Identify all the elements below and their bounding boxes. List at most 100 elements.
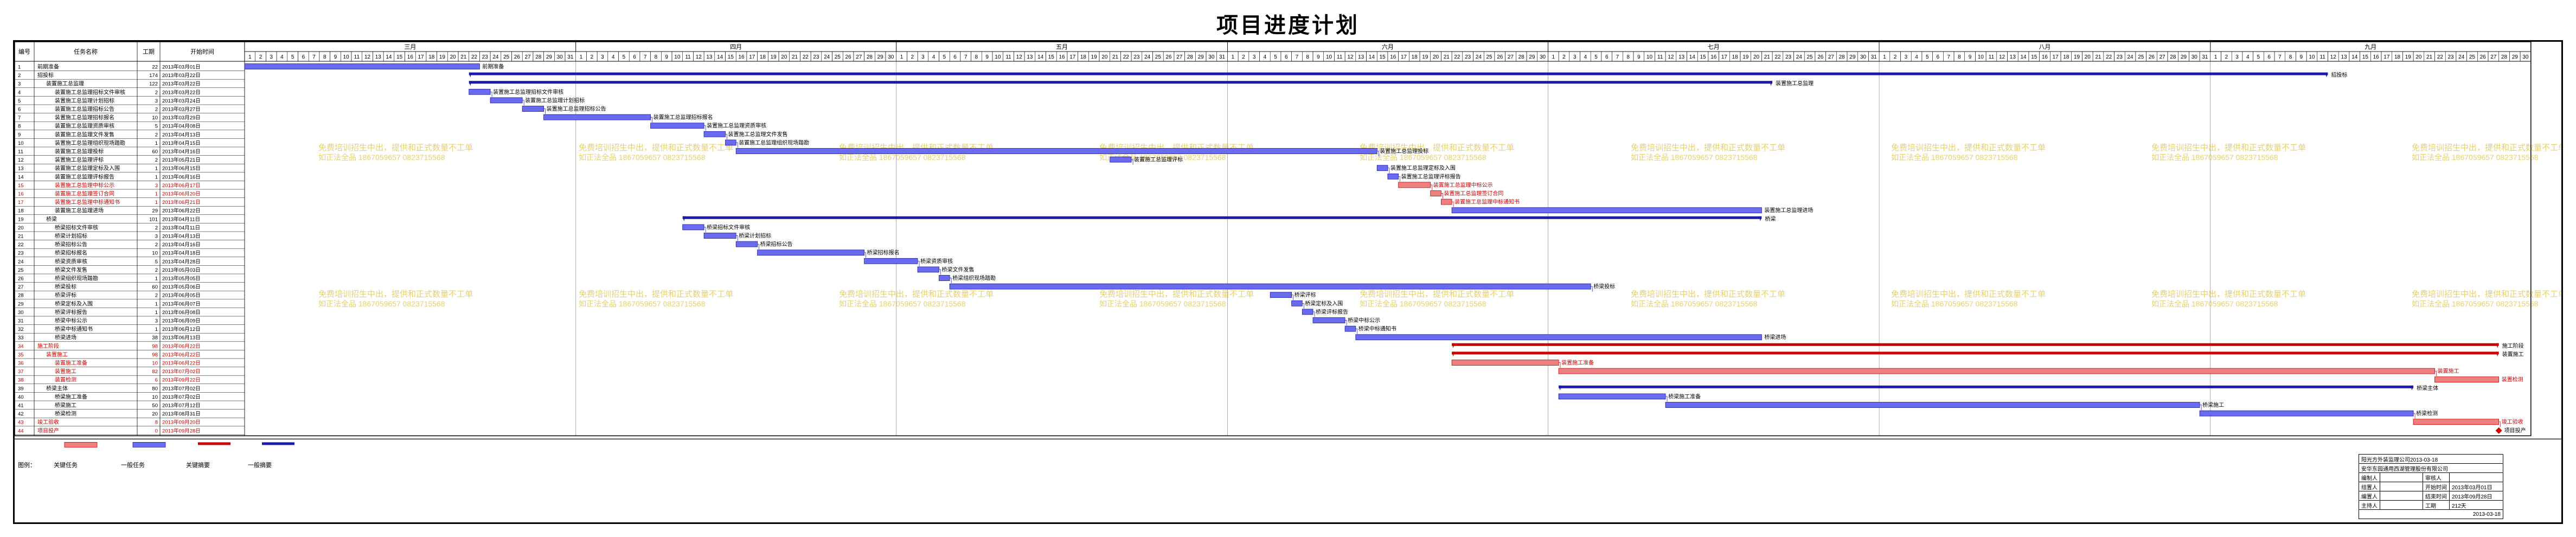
info-block: 阳光方外装监理公司2013-03-18 安华东园通用西湖管理股份有限公司 编制人… (2359, 454, 2503, 519)
day-label: 4 (932, 54, 935, 60)
day-label: 7 (1947, 54, 1950, 60)
summary-bar (469, 72, 2328, 75)
task-name: 桥梁进场 (55, 334, 76, 341)
task-start: 2013年03月22日 (162, 81, 201, 87)
task-number: 5 (18, 98, 21, 104)
info-cell (2380, 500, 2423, 510)
day-label: 27 (1828, 54, 1835, 60)
bar-label: 桥梁中标公示 (1348, 317, 1380, 324)
column-header: 任务名称 (74, 48, 98, 55)
day-label: 9 (1637, 54, 1641, 60)
day-label: 28 (867, 54, 873, 60)
task-name: 桥梁 (46, 215, 57, 222)
day-label: 15 (2362, 54, 2369, 60)
task-bar (1558, 368, 2435, 374)
day-label: 18 (2063, 54, 2069, 60)
watermark-text: 免费培训招生中出，提供和正式数量不工单 (1360, 143, 1514, 152)
day-label: 16 (738, 54, 745, 60)
month-label: 九月 (2364, 43, 2376, 50)
task-name: 桥梁施工 (55, 402, 76, 409)
dependency-line (725, 133, 727, 139)
task-start: 2013年09月22日 (162, 377, 201, 383)
day-label: 12 (364, 54, 371, 60)
day-label: 29 (1849, 54, 1856, 60)
day-label: 10 (1646, 54, 1653, 60)
task-bar (1398, 182, 1431, 188)
task-start: 2013年06月08日 (162, 309, 201, 316)
bar-label: 项目投产 (2504, 427, 2526, 434)
bar-label: 桥梁评标报告 (1316, 308, 1348, 315)
day-label: 24 (492, 54, 499, 60)
task-name: 招投标 (37, 72, 54, 79)
bar-label: 招投标 (2331, 72, 2348, 79)
dependency-line (1452, 201, 1454, 207)
legend-critical-summary: 关键摘要 (186, 462, 210, 469)
task-duration: 38 (152, 335, 158, 341)
dependency-line (1313, 311, 1315, 317)
bar-label: 装置施工准备 (1561, 359, 1594, 366)
dependency-line (650, 117, 652, 123)
day-label: 14 (1689, 54, 1696, 60)
bar-label: 装置施工总监理投标 (1380, 148, 1428, 155)
day-label: 3 (1253, 54, 1256, 60)
task-number: 35 (18, 352, 24, 358)
day-label: 2 (1894, 54, 1897, 60)
task-bar (682, 224, 704, 231)
day-label: 17 (1069, 54, 1076, 60)
day-label: 30 (1208, 54, 1215, 60)
task-duration: 122 (149, 81, 158, 87)
task-name: 装置施工总监理定标及入围 (55, 165, 120, 172)
task-start: 2013年06月15日 (162, 165, 201, 172)
task-start: 2013年06月17日 (162, 182, 201, 189)
day-label: 25 (1486, 54, 1492, 60)
task-name: 装置施工 (55, 368, 76, 375)
day-label: 5 (943, 54, 946, 60)
task-bar (1387, 173, 1399, 180)
day-label: 7 (312, 54, 316, 60)
summary-bar (1452, 351, 2499, 355)
day-label: 6 (1605, 54, 1609, 60)
day-label: 1 (248, 54, 252, 60)
day-label: 9 (985, 54, 989, 60)
summary-cap (2411, 385, 2414, 391)
summary-cap (1452, 343, 1455, 348)
day-label: 21 (1112, 54, 1119, 60)
day-label: 14 (717, 54, 723, 60)
task-bar (1270, 292, 1292, 298)
day-label: 21 (460, 54, 467, 60)
task-start: 2013年07月12日 (162, 402, 201, 409)
task-number: 38 (18, 378, 24, 383)
bar-label: 装置施工总监理签订合同 (1444, 190, 1503, 197)
day-label: 27 (1508, 54, 1514, 60)
day-label: 19 (2405, 54, 2412, 60)
day-label: 9 (1317, 54, 1320, 60)
info-cell: 2013年03月01日 (2449, 482, 2503, 491)
day-label: 7 (1616, 54, 1619, 60)
task-bar (917, 266, 939, 273)
task-bar (757, 250, 864, 256)
day-label: 17 (2053, 54, 2059, 60)
task-name: 桥梁组织现场踏勘 (55, 275, 98, 282)
day-label: 18 (1080, 54, 1087, 60)
task-duration: 1 (155, 140, 158, 146)
dependency-line (950, 278, 952, 284)
task-number: 43 (18, 420, 24, 426)
task-duration: 174 (149, 73, 158, 79)
day-label: 4 (280, 54, 284, 60)
watermark-text: 如正法全品 1867059657 0823715568 (318, 153, 445, 162)
legend-critical-task: 关键任务 (54, 462, 78, 469)
day-label: 31 (1871, 54, 1877, 60)
dependency-line (1665, 396, 1668, 402)
day-label: 31 (1219, 54, 1226, 60)
day-label: 22 (1454, 54, 1460, 60)
bar-label: 桥梁检测 (2416, 410, 2438, 417)
task-start: 2013年06月22日 (162, 343, 201, 349)
day-label: 12 (1999, 54, 2005, 60)
task-name: 装置施工总监理进场 (55, 207, 104, 214)
summary-cap (469, 72, 472, 78)
task-bar (522, 106, 544, 112)
task-bar (1558, 393, 1666, 400)
bar-label: 装置施工总监理计划招标 (525, 97, 585, 104)
task-duration: 2 (155, 107, 158, 113)
task-bar (650, 123, 704, 129)
